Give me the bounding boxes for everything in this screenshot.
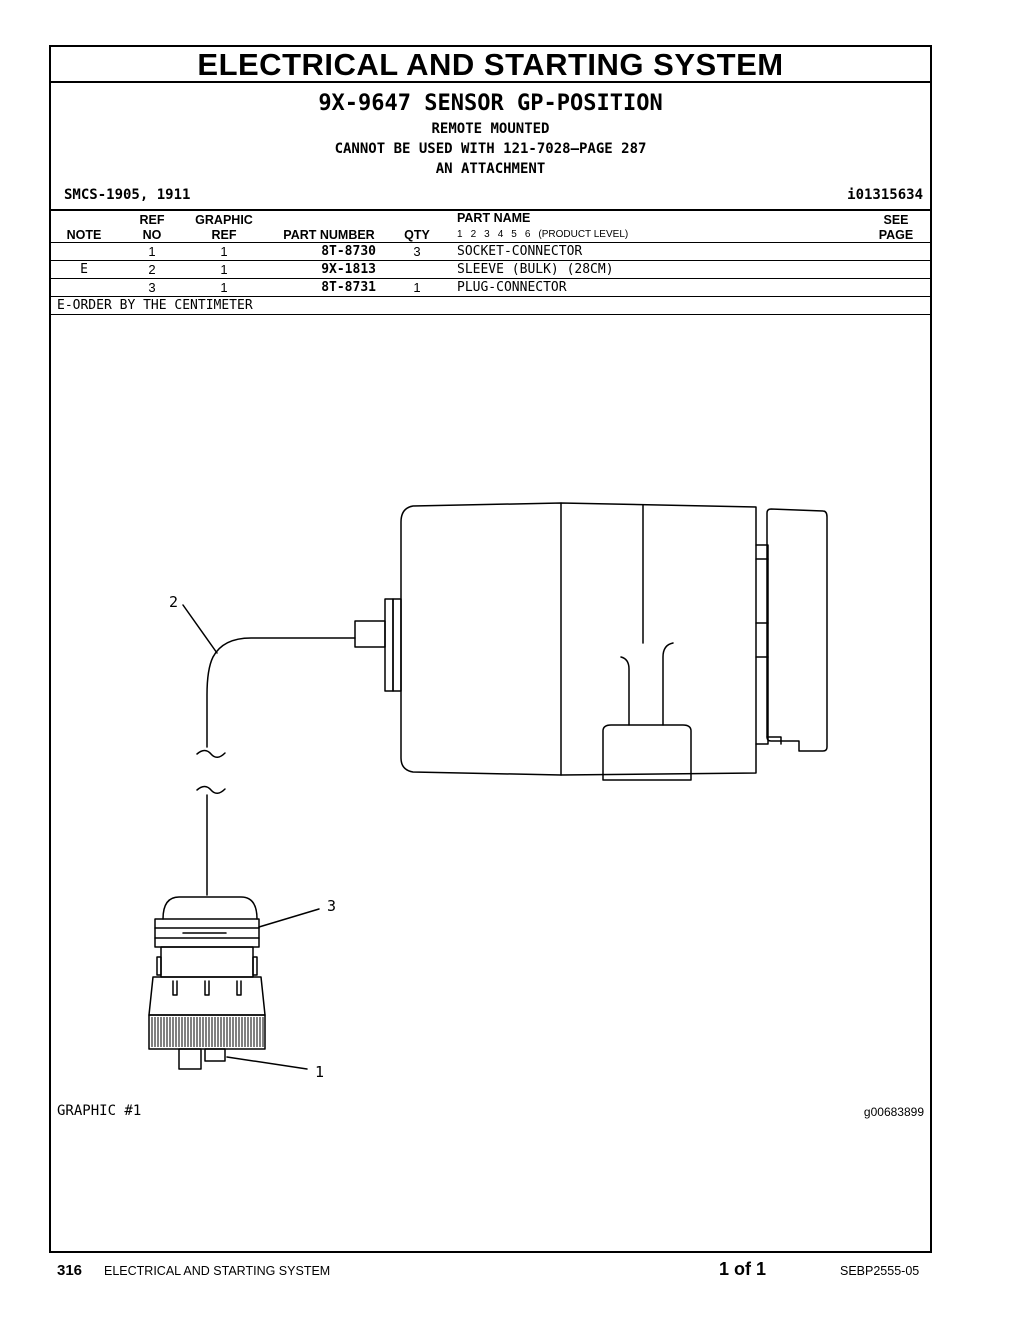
product-level-3: 3 [484,229,490,240]
smcs-code: SMCS-1905, 1911 [64,187,191,203]
sensor-boss-flange-inner [392,598,402,692]
row-2-part-number: 9X-1813 [321,262,376,277]
sensor-latch-right [662,642,674,726]
header-see-page-1: SEE [883,213,909,227]
graphic-label: GRAPHIC #1 [57,1103,142,1119]
plug-body [160,946,254,978]
cable-break-lower [196,785,226,794]
row-2-note: E [80,262,88,277]
section-title: ELECTRICAL AND STARTING SYSTEM [51,47,930,83]
row-2-part-name: SLEEVE (BULK) (28CM) [457,262,614,277]
row-1-part-number: 8T-8730 [321,244,376,259]
header-part-number: PART NUMBER [283,228,375,242]
part-note-3: AN ATTACHMENT [435,161,546,177]
header-ref-no-1: REF [139,213,165,227]
header-note: NOTE [66,228,102,242]
footer-page-number: 316 [57,1262,83,1279]
plug-grip-slot [204,980,210,996]
row-3-part-name: PLUG-CONNECTOR [457,280,567,295]
sensor-flange-collar [755,544,769,745]
product-level-5: 5 [511,229,517,240]
sensor-latch-left [620,656,630,726]
row-1-ref-no: 1 [148,244,156,259]
cable-break-upper [196,749,226,758]
product-level-label: (PRODUCT LEVEL) [538,229,629,240]
sensor-tab [602,724,692,781]
footnote-rule [51,314,930,315]
header-qty: QTY [404,228,430,242]
plug-pin-2 [204,1048,226,1062]
part-title: 9X-9647 SENSOR GP-POSITION [318,91,663,116]
sensor-end-cap [766,508,828,752]
row-rule [51,278,930,279]
plug-body-detail [156,956,162,976]
table-top-rule [51,209,930,211]
leader-1 [226,1056,308,1070]
header-ref-no-2: NO [142,228,162,242]
row-3-part-number: 8T-8731 [321,280,376,295]
illustration-id: i01315634 [847,187,923,203]
row-3-qty: 1 [413,280,421,295]
leader-3 [258,908,320,928]
callout-1: 1 [315,1063,324,1081]
plug-grip [148,976,266,1016]
callout-3: 3 [327,897,336,915]
end-cap-notch [766,736,782,745]
footer-doc-number: SEBP2555-05 [840,1264,920,1278]
row-1-qty: 3 [413,244,421,259]
row-rule [51,296,930,297]
row-2-ref-no: 2 [148,262,156,277]
product-level-2: 2 [470,229,477,240]
header-part-name: PART NAME [457,211,531,225]
product-level-6: 6 [524,229,531,240]
plug-body-detail [252,956,258,976]
row-1-graphic-ref: 1 [220,244,228,259]
row-rule [51,260,930,261]
header-graphic-ref-2: REF [211,228,237,242]
sensor-drawing: 2 3 1 [148,502,828,1081]
row-1-part-name: SOCKET-CONNECTOR [457,244,583,259]
cable-upper [206,637,356,748]
row-2-graphic-ref: 1 [220,262,228,277]
footer-page-of: 1 of 1 [719,1259,767,1279]
row-3-ref-no: 3 [148,280,156,295]
part-note-2: CANNOT BE USED WITH 121-7028—PAGE 287 [334,141,647,157]
plug-grip-slot [172,980,178,996]
header-see-page-2: PAGE [878,228,914,242]
leader-2 [182,604,218,654]
sensor-connector-stub [354,620,386,648]
graphic-id: g00683899 [863,1105,924,1119]
product-level-1: 1 [457,229,463,240]
sensor-body-outline [400,502,757,776]
product-level-4: 4 [497,229,504,240]
footer-section: ELECTRICAL AND STARTING SYSTEM [104,1264,331,1278]
table-footnote: E-ORDER BY THE CENTIMETER [57,298,253,313]
header-graphic-ref-1: GRAPHIC [195,213,253,227]
callout-2: 2 [169,593,178,611]
plug-pin-1 [178,1048,202,1070]
part-note-1: REMOTE MOUNTED [431,121,550,137]
header-rule [51,242,930,243]
plug-grip-slot [236,980,242,996]
plug-top [162,896,258,920]
plug-knurl-hatching [151,1017,264,1047]
page-frame: ELECTRICAL AND STARTING SYSTEM 9X-9647 S… [49,45,932,1253]
sensor-boss-flange [384,598,394,692]
row-3-graphic-ref: 1 [220,280,228,295]
